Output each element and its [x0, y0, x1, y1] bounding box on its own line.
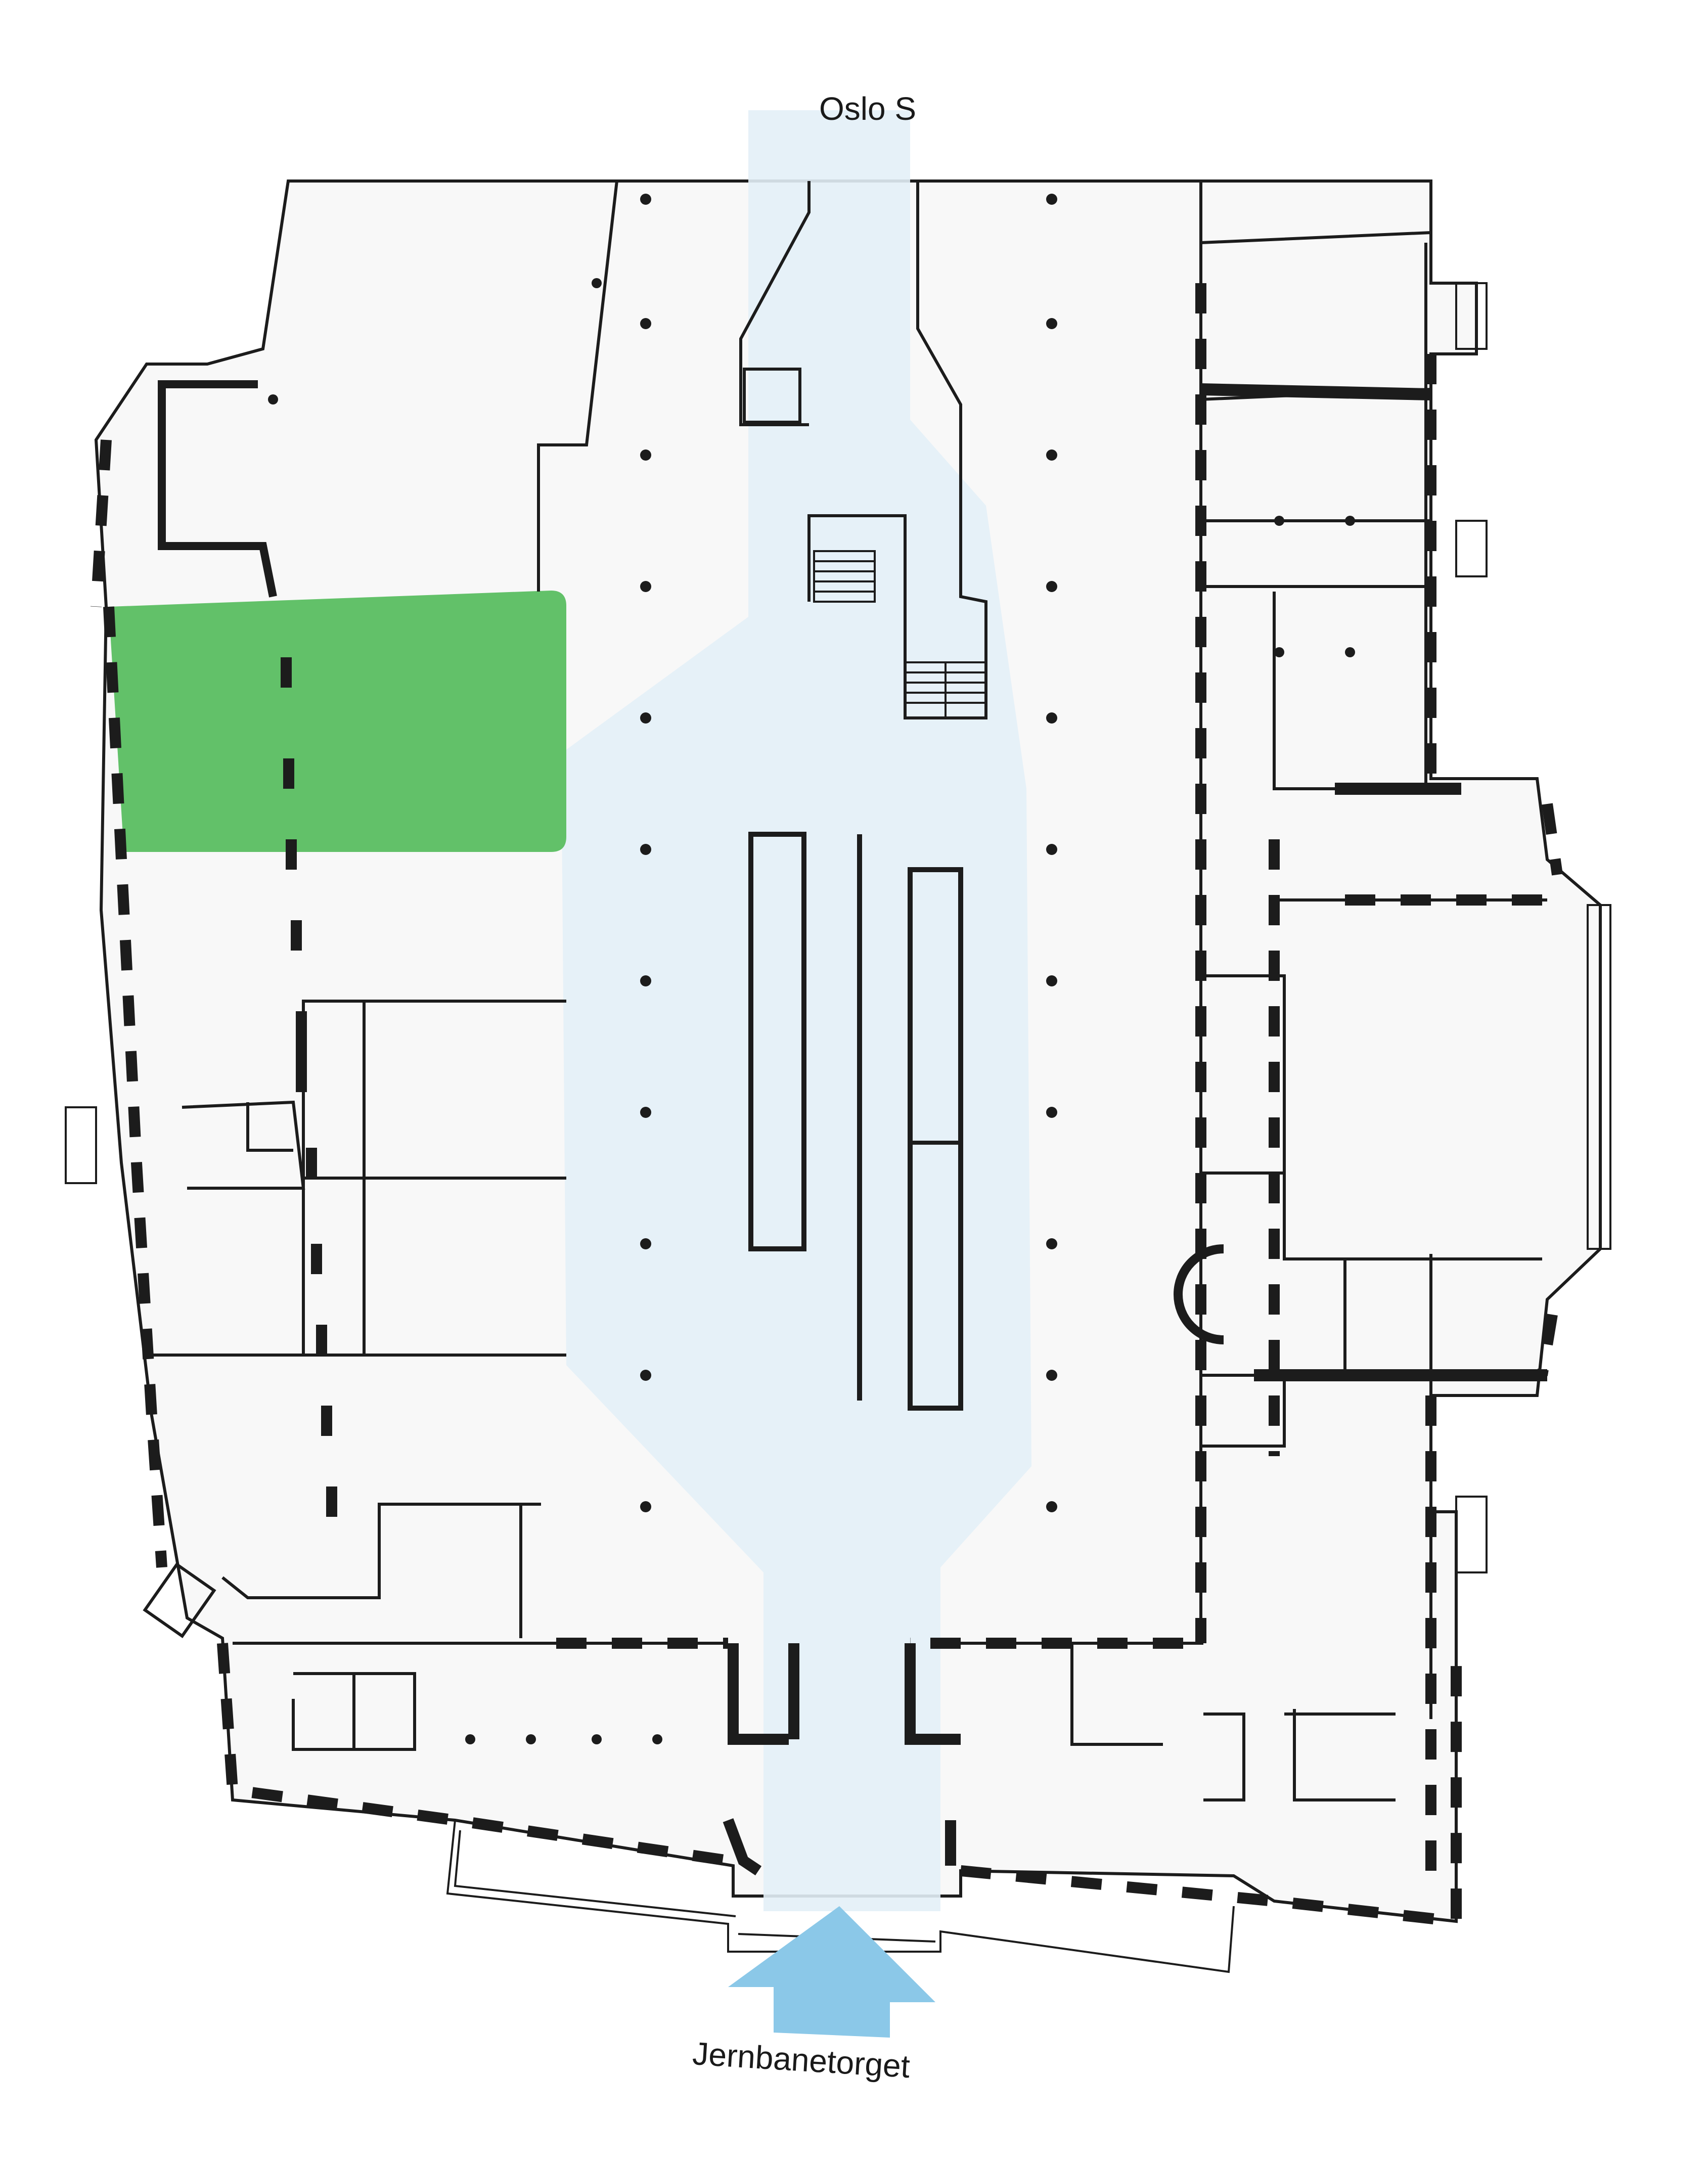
- walkway: [561, 110, 1031, 1911]
- highlighted-unit: [109, 591, 566, 852]
- right-thick-walls: [1200, 383, 1547, 1381]
- columns: [268, 194, 1355, 1744]
- south-entrance-walls: [723, 1643, 961, 1876]
- outer-walls: [91, 283, 1563, 1928]
- central-kiosk-right: [908, 867, 963, 1411]
- north-hall-wall-right: [807, 181, 987, 719]
- upper-left-partition: [288, 179, 619, 592]
- station-label-north: Oslo S: [819, 91, 917, 127]
- lower-left-stair: [143, 1562, 216, 1639]
- right-facade-steps: [65, 282, 1611, 1573]
- left-shops: [152, 1000, 566, 1638]
- staircase: [813, 550, 876, 603]
- floor-plan: [65, 110, 1611, 2038]
- north-hall-wall-left: [739, 181, 811, 426]
- upper-left-room: [158, 380, 277, 598]
- north-hall-kiosk: [743, 368, 801, 424]
- left-wall-pillars: [281, 657, 337, 1517]
- entrance-arrow: [728, 1906, 935, 2038]
- central-kiosk-left: [748, 832, 806, 1251]
- escalator: [904, 661, 987, 719]
